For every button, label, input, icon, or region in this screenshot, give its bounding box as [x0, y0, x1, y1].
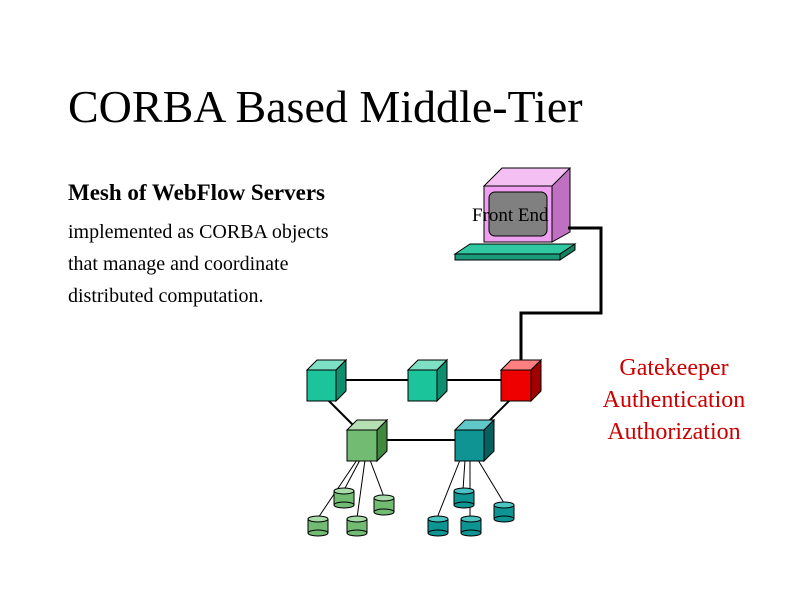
database-cylinder-icon — [307, 515, 329, 537]
database-cylinder-icon — [333, 487, 355, 509]
server-cube-icon — [406, 358, 449, 403]
section-heading: Mesh of WebFlow Servers — [68, 180, 326, 205]
server-cube-icon — [305, 358, 348, 403]
slide-title: CORBA Based Middle-Tier — [68, 81, 583, 132]
database-cylinder-icon — [427, 515, 449, 537]
gatekeeper-line-2: Authentication — [602, 387, 746, 413]
database-cylinder-icon — [373, 494, 395, 516]
front-end-computer-icon — [453, 167, 577, 261]
description: implemented as CORBA objects that manage… — [68, 216, 329, 312]
server-cube-icon — [345, 418, 389, 463]
database-cylinder-icon — [493, 501, 515, 523]
server-cube-icon — [453, 418, 496, 463]
database-cylinder-icon — [346, 515, 368, 537]
front-end-label: Front End — [472, 205, 549, 226]
database-cylinder-icon — [453, 487, 475, 509]
gatekeeper-server-cube-icon — [499, 358, 543, 403]
description-line-1: implemented as CORBA objects — [68, 221, 329, 243]
gatekeeper-line-1: Gatekeeper — [619, 355, 729, 381]
description-line-2: that manage and coordinate — [68, 253, 289, 275]
gatekeeper-line-3: Authorization — [607, 419, 741, 445]
description-line-3: distributed computation. — [68, 285, 264, 307]
connection-lines — [317, 226, 603, 519]
gatekeeper-label: Gatekeeper Authentication Authorization — [588, 352, 760, 448]
database-cylinder-icon — [460, 515, 482, 537]
